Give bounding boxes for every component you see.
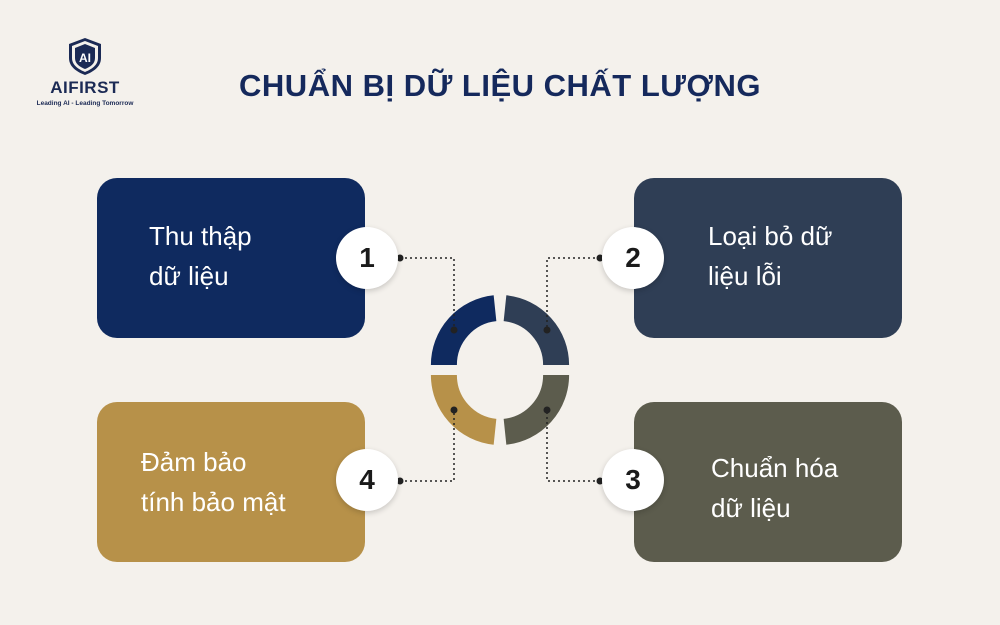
step-number-badge-3: 3 [602,449,664,511]
step-card-1: Thu thập dữ liệu [97,178,365,338]
connector-dot [596,254,604,262]
ring-segment-4 [430,374,497,445]
step-card-3: Chuẩn hóa dữ liệu [634,402,902,562]
connector-dot [596,477,604,485]
logo-mark: AI [79,51,91,65]
connector-1 [400,257,455,330]
step-number-badge-1: 1 [336,227,398,289]
step-2-line-1: Loại bỏ dữ [708,221,833,251]
step-card-4: Đảm bảo tính bảo mật [97,402,365,562]
page-title: CHUẨN BỊ DỮ LIỆU CHẤT LƯỢNG [239,68,761,103]
step-3-line-2: dữ liệu [711,493,791,523]
ring-segment-3 [503,374,570,445]
connector-dot [396,477,404,485]
shield-icon: AI [69,38,101,75]
connector-dot [450,326,458,334]
connector-dot [450,406,458,414]
step-2-line-2: liệu lỗi [708,261,782,291]
brand-logo: AI AIFIRST Leading AI - Leading Tomorrow [30,36,140,107]
connector-2 [546,257,600,330]
step-4-line-2: tính bảo mật [141,487,286,517]
step-card-2: Loại bỏ dữ liệu lỗi [634,178,902,338]
connector-3 [546,410,600,482]
step-1-line-2: dữ liệu [149,261,229,291]
connector-dot [543,326,551,334]
connector-dot [543,406,551,414]
ring-segment-1 [430,295,497,366]
step-number-badge-4: 4 [336,449,398,511]
brand-name: AIFIRST [50,78,120,97]
ring-segment-2 [503,295,570,366]
step-1-line-1: Thu thập [149,221,252,251]
step-4-line-1: Đảm bảo [141,447,247,477]
step-3-line-1: Chuẩn hóa [711,453,839,483]
step-number-badge-2: 2 [602,227,664,289]
brand-tagline: Leading AI - Leading Tomorrow [36,100,134,107]
connector-4 [400,410,455,482]
connector-dot [396,254,404,262]
